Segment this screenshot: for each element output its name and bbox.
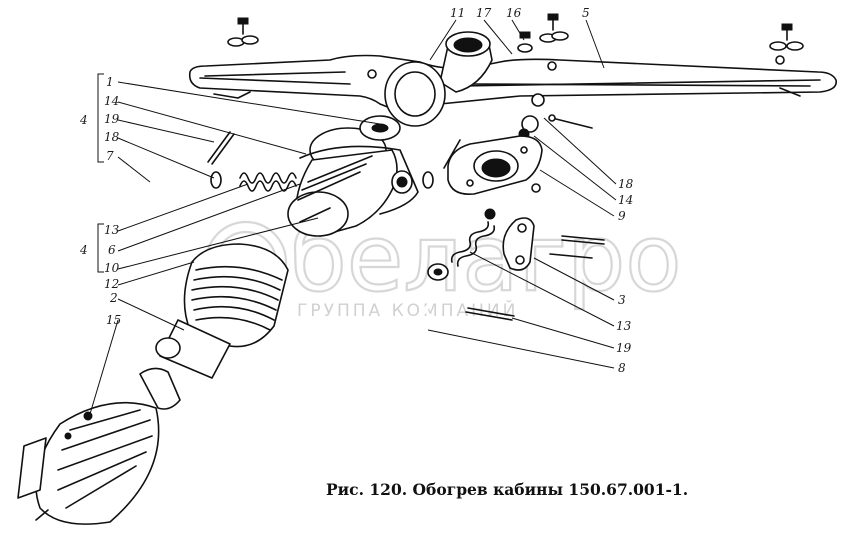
flange-plate bbox=[447, 135, 543, 196]
callout-8: 8 bbox=[618, 361, 626, 375]
ring-gasket bbox=[384, 61, 446, 127]
callout-6: 6 bbox=[108, 243, 116, 257]
rod-left bbox=[27, 177, 193, 219]
callout-5: 5 bbox=[582, 6, 590, 20]
callout-19-left: 19 bbox=[104, 112, 120, 126]
callout-16: 16 bbox=[506, 6, 522, 20]
callout-14-left: 14 bbox=[104, 94, 119, 108]
figure-caption: Рис. 120. Обогрев кабины 150.67.001-1. bbox=[326, 480, 688, 499]
watermark: белагро ГРУППА КОМПАНИЙ bbox=[204, 204, 683, 321]
callout-1: 1 bbox=[106, 75, 114, 89]
duct-outlet bbox=[439, 31, 493, 93]
callout-3: 3 bbox=[618, 293, 626, 307]
valve-housing bbox=[287, 115, 419, 237]
spring-left bbox=[239, 172, 297, 192]
callout-19-right: 19 bbox=[616, 341, 632, 355]
main-duct bbox=[188, 54, 837, 112]
callout-14-right: 14 bbox=[618, 193, 633, 207]
watermark-subtitle: ГРУППА КОМПАНИЙ bbox=[297, 299, 518, 321]
callouts: 1 14 19 18 7 13 6 10 12 2 15 11 17 16 5 … bbox=[104, 6, 634, 375]
air-nozzle bbox=[17, 367, 181, 525]
callout-7: 7 bbox=[106, 149, 114, 163]
hose-sleeve bbox=[155, 319, 231, 379]
spring-right bbox=[450, 221, 496, 267]
small-nut bbox=[484, 183, 541, 220]
callout-12: 12 bbox=[104, 277, 119, 291]
lever-plate bbox=[502, 217, 535, 271]
group-marker-lower: 4 bbox=[79, 243, 88, 257]
washers bbox=[210, 171, 449, 281]
callout-13-right: 13 bbox=[616, 319, 632, 333]
callout-18-left: 18 bbox=[104, 130, 120, 144]
flexible-hose bbox=[183, 243, 289, 348]
group-brackets: 4 4 bbox=[79, 73, 104, 273]
callout-2: 2 bbox=[109, 291, 118, 305]
callout-13-left: 13 bbox=[104, 223, 120, 237]
callout-9: 9 bbox=[618, 209, 626, 223]
rod-right bbox=[375, 304, 430, 432]
leader-lines bbox=[89, 19, 617, 415]
group-marker-upper: 4 bbox=[79, 113, 88, 127]
callout-10: 10 bbox=[104, 261, 120, 275]
callout-11: 11 bbox=[450, 6, 465, 20]
rivet-bolts bbox=[518, 93, 593, 140]
callout-15: 15 bbox=[106, 313, 121, 327]
cotter-pins bbox=[207, 131, 605, 321]
callout-17: 17 bbox=[476, 6, 492, 20]
callout-18-right: 18 bbox=[618, 177, 634, 191]
top-screws bbox=[227, 13, 804, 53]
